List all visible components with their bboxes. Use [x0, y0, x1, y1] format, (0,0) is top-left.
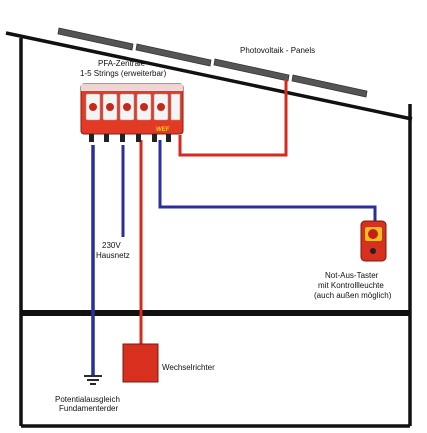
central-label-line1: PFA-Zentrale	[98, 59, 146, 68]
house-outline	[5, 31, 413, 428]
estop-label-line2: mit Kontrollleuchte	[318, 281, 384, 290]
central-label-line2: 1-5 Strings (erweiterbar)	[80, 69, 167, 78]
floor-slab	[21, 310, 410, 316]
pv-panel-4	[291, 74, 368, 98]
pv-panel-2	[135, 43, 212, 67]
pv-panel-3	[213, 58, 290, 82]
pv-panel-1	[57, 27, 134, 51]
estop-control-line	[158, 140, 377, 222]
ground-label-line1: Potentialausgleich	[55, 395, 120, 404]
ground-label-line2: Fundamenterder	[59, 404, 118, 413]
panels-label: Photovoltaik - Panels	[240, 46, 315, 55]
emergency-stop-icon	[360, 220, 387, 262]
central-box-brand: WEF	[156, 127, 170, 133]
inverter-box	[122, 343, 159, 383]
hausnetz-label-line2: Hausnetz	[96, 251, 130, 260]
estop-label-line1: Not-Aus-Taster	[325, 271, 379, 280]
estop-label-line3: (auch außen möglich)	[314, 291, 392, 300]
ground-symbol-icon	[84, 375, 102, 385]
inverter-label: Wechselrichter	[162, 363, 215, 372]
hausnetz-label-line1: 230V	[102, 241, 121, 250]
roof-line	[5, 31, 413, 121]
dc-line-panels	[178, 79, 288, 157]
pfa-central-box: PFA-Zentrale 1-5 Strings (erweiterbar) W…	[80, 59, 184, 142]
pv-panels	[57, 27, 368, 98]
